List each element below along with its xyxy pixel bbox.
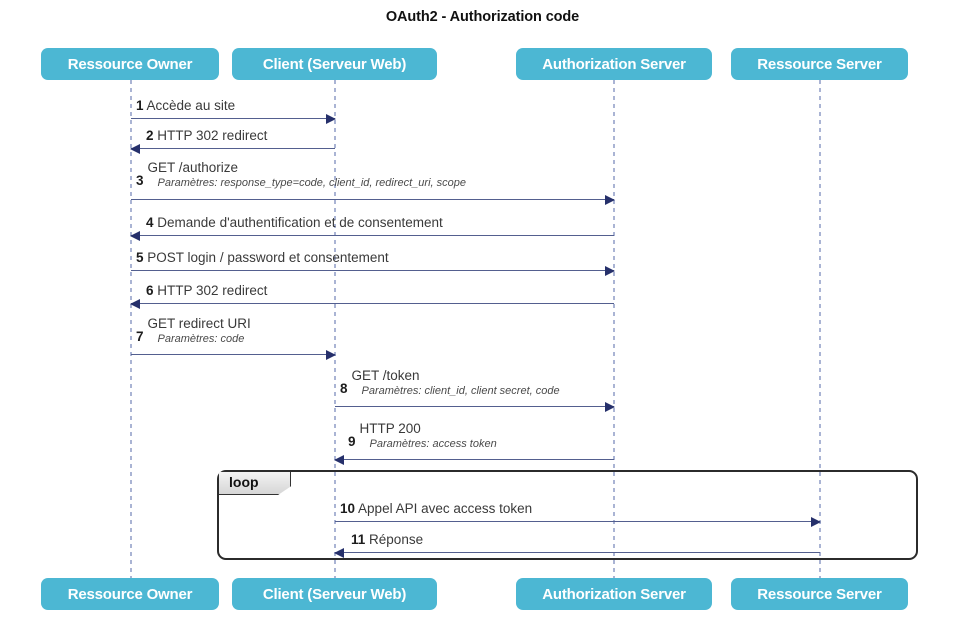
message-text: HTTP 302 redirect	[157, 128, 268, 143]
message-arrow-7[interactable]	[131, 349, 336, 360]
arrowhead-left-icon	[334, 547, 344, 558]
arrowhead-right-icon	[605, 401, 615, 412]
participant-label: Ressource Owner	[67, 585, 193, 603]
message-number: 7	[136, 328, 144, 344]
message-number: 3	[136, 172, 144, 188]
participant-authorization-server-bottom[interactable]: Authorization Server	[516, 578, 712, 610]
message-text: GET /token	[351, 368, 420, 383]
participant-label: Client (Serveur Web)	[262, 55, 407, 73]
arrowhead-left-icon	[334, 454, 344, 465]
message-number: 8	[340, 380, 348, 396]
message-line	[335, 459, 614, 460]
message-text: GET /authorize	[147, 160, 239, 175]
message-text: Demande d'authentification et de consent…	[157, 215, 443, 230]
message-label-10: 10 Appel API avec access token	[340, 501, 532, 517]
participant-label: Authorization Server	[542, 585, 686, 603]
message-number: 10	[340, 501, 356, 516]
arrowhead-left-icon	[130, 143, 140, 154]
message-label-1: 1 Accède au site	[136, 98, 235, 114]
message-label-8: 8 GET /token Paramètres: client_id, clie…	[340, 368, 560, 397]
arrowhead-right-icon	[326, 349, 336, 360]
message-params: Paramètres: access token	[369, 437, 497, 450]
arrowhead-right-icon	[605, 265, 615, 276]
message-arrow-5[interactable]	[131, 265, 615, 276]
loop-fragment-label: loop	[229, 474, 259, 490]
message-label-2: 2 HTTP 302 redirect	[146, 128, 267, 144]
message-label-6: 6 HTTP 302 redirect	[146, 283, 267, 299]
message-arrow-11[interactable]	[334, 547, 820, 558]
message-number: 5	[136, 250, 144, 265]
message-arrow-4[interactable]	[130, 230, 614, 241]
message-number: 4	[146, 215, 154, 230]
participant-ressource-owner-top[interactable]: Ressource Owner	[41, 48, 219, 80]
message-number: 11	[351, 532, 366, 547]
message-params: Paramètres: client_id, client secret, co…	[361, 384, 560, 397]
message-label-9: 9 HTTP 200 Paramètres: access token	[348, 421, 497, 450]
participant-label: Ressource Server	[757, 55, 882, 73]
participant-label: Ressource Server	[757, 585, 882, 603]
message-arrow-1[interactable]	[131, 113, 336, 124]
arrowhead-left-icon	[130, 230, 140, 241]
lifeline-authorization-server	[613, 80, 615, 580]
lifeline-client-serveur-web	[334, 80, 336, 580]
loop-fragment: loop	[217, 470, 918, 560]
message-arrow-2[interactable]	[130, 143, 335, 154]
message-text: Appel API avec access token	[358, 501, 533, 516]
message-line	[131, 199, 614, 200]
participant-authorization-server-top[interactable]: Authorization Server	[516, 48, 712, 80]
message-text: POST login / password et consentement	[147, 250, 389, 265]
message-arrow-10[interactable]	[335, 516, 821, 527]
participant-client-serveur-web-bottom[interactable]: Client (Serveur Web)	[232, 578, 437, 610]
message-line	[335, 406, 614, 407]
message-arrow-6[interactable]	[130, 298, 614, 309]
message-params: Paramètres: code	[157, 332, 245, 345]
participant-client-serveur-web-top[interactable]: Client (Serveur Web)	[232, 48, 437, 80]
arrowhead-right-icon	[811, 516, 821, 527]
message-text: Réponse	[369, 532, 424, 547]
message-arrow-9[interactable]	[334, 454, 614, 465]
message-number: 2	[146, 128, 154, 143]
message-line	[131, 303, 614, 304]
message-text: GET redirect URI	[147, 316, 251, 331]
participant-ressource-owner-bottom[interactable]: Ressource Owner	[41, 578, 219, 610]
message-line	[131, 148, 335, 149]
participant-label: Authorization Server	[542, 55, 686, 73]
lifeline-ressource-owner	[130, 80, 132, 580]
message-label-11: 11 Réponse	[351, 532, 423, 548]
message-label-7: 7 GET redirect URI Paramètres: code	[136, 316, 251, 345]
message-label-4: 4 Demande d'authentification et de conse…	[146, 215, 443, 231]
participant-label: Ressource Owner	[67, 55, 193, 73]
message-arrow-8[interactable]	[335, 401, 615, 412]
message-line	[335, 552, 820, 553]
participant-ressource-server-top[interactable]: Ressource Server	[731, 48, 908, 80]
lifeline-ressource-server	[819, 80, 821, 580]
message-label-5: 5 POST login / password et consentement	[136, 250, 389, 266]
message-line	[131, 235, 614, 236]
message-line	[131, 270, 614, 271]
message-text: Accède au site	[146, 98, 236, 113]
message-arrow-3[interactable]	[131, 194, 615, 205]
message-line	[335, 521, 820, 522]
loop-fragment-tab	[219, 472, 291, 495]
message-params: Paramètres: response_type=code, client_i…	[157, 176, 466, 189]
message-text: HTTP 302 redirect	[157, 283, 268, 298]
participant-ressource-server-bottom[interactable]: Ressource Server	[731, 578, 908, 610]
diagram-title: OAuth2 - Authorization code	[385, 9, 580, 25]
message-label-3: 3 GET /authorize Paramètres: response_ty…	[136, 160, 466, 189]
arrowhead-left-icon	[130, 298, 140, 309]
message-text: HTTP 200	[359, 421, 421, 436]
arrowhead-right-icon	[326, 113, 336, 124]
message-number: 6	[146, 283, 154, 298]
message-number: 9	[348, 433, 356, 449]
message-number: 1	[136, 98, 144, 113]
message-line	[131, 118, 335, 119]
participant-label: Client (Serveur Web)	[262, 585, 407, 603]
arrowhead-right-icon	[605, 194, 615, 205]
message-line	[131, 354, 335, 355]
